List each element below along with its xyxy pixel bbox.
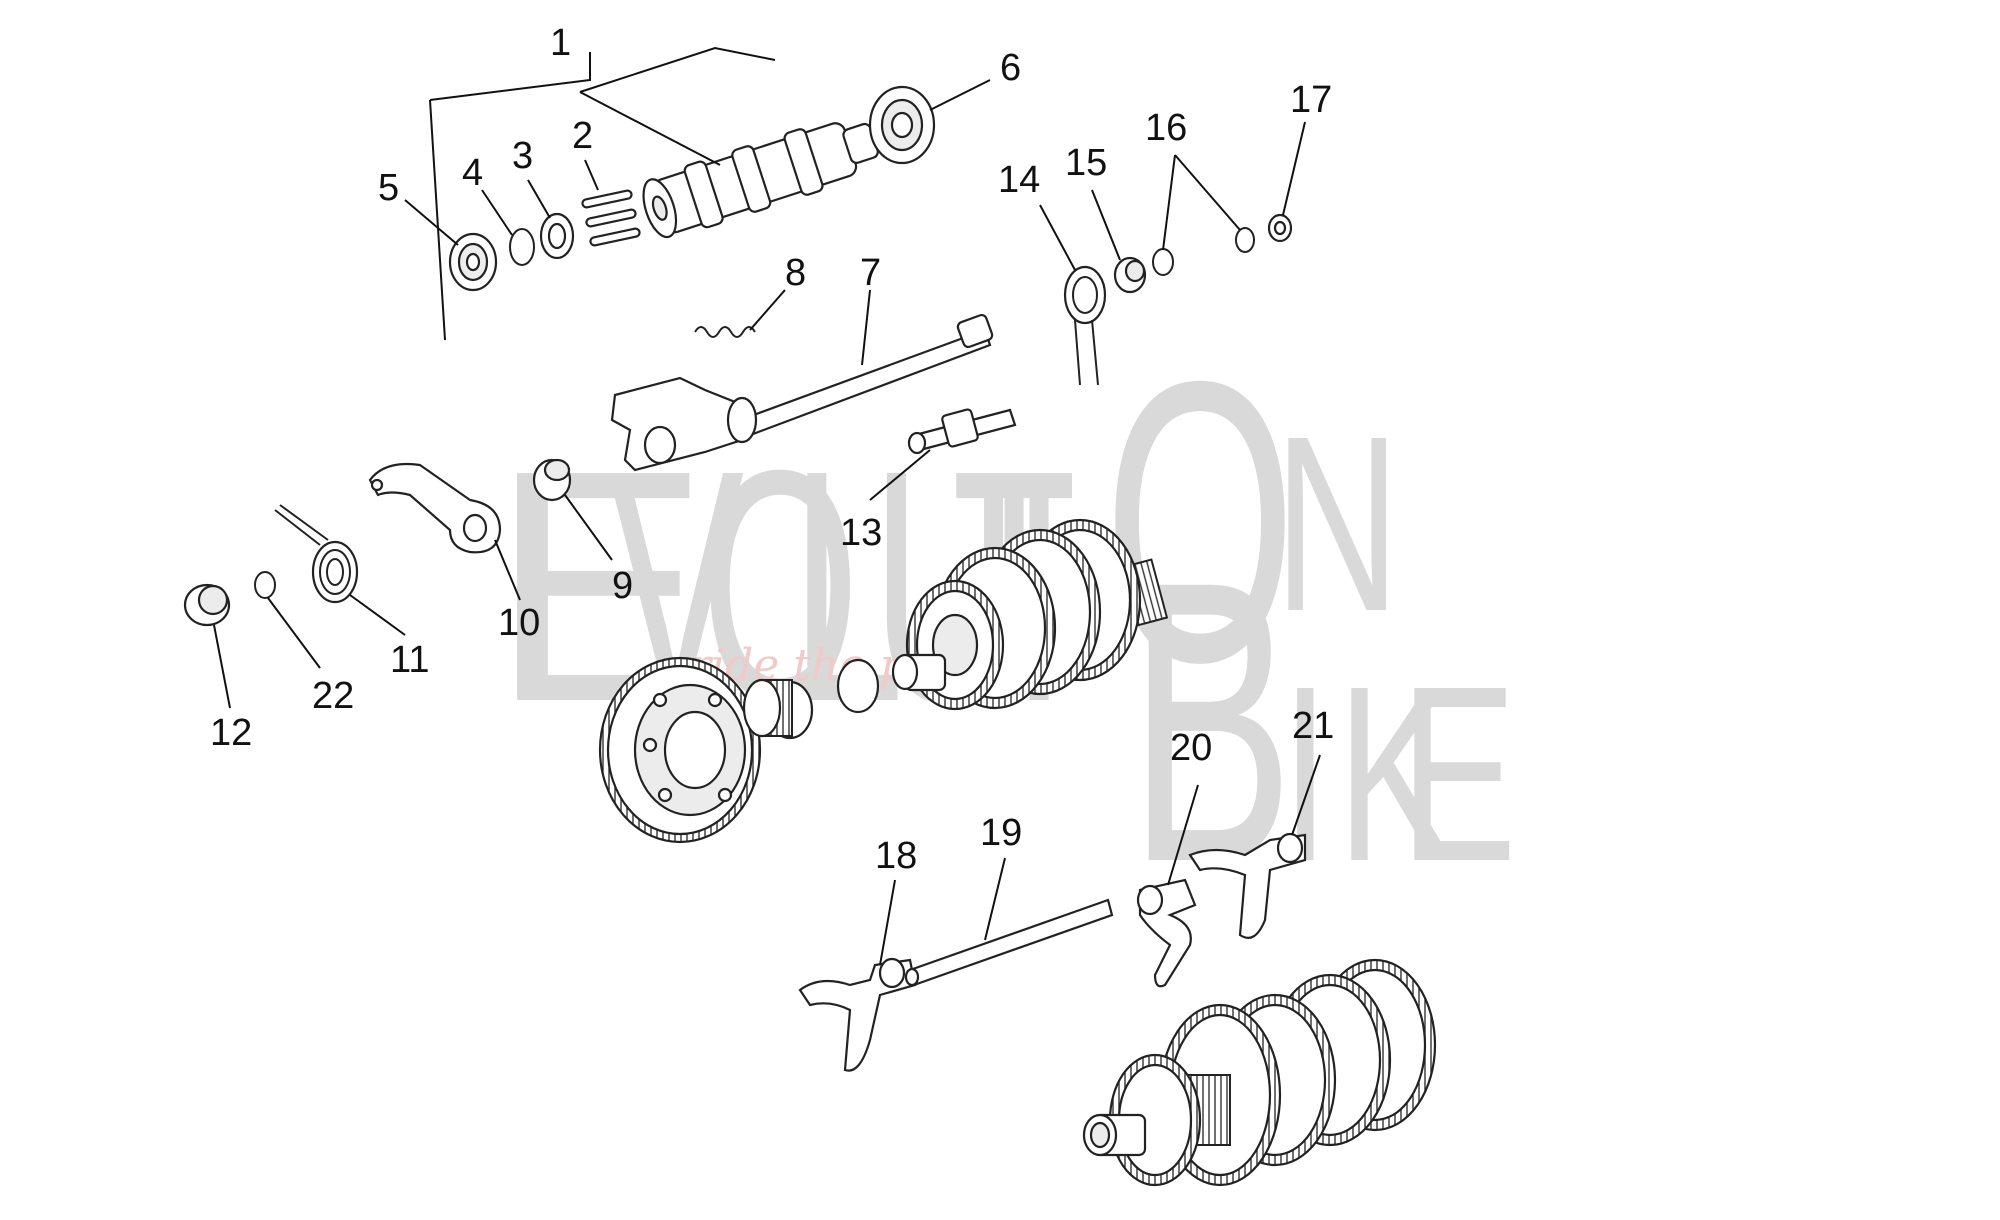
callout-10: 10 <box>498 602 540 644</box>
part-20-shift-fork <box>1136 878 1197 988</box>
spline-washer <box>836 658 880 714</box>
part-5-bearing <box>448 232 498 292</box>
part-14-spring <box>1063 265 1107 386</box>
part-8-spring <box>694 326 756 338</box>
part-13-stud <box>907 408 1017 455</box>
callout-3: 3 <box>512 135 533 177</box>
part-17-washer <box>1267 213 1293 243</box>
callout-16: 16 <box>1145 107 1187 149</box>
callout-14: 14 <box>998 159 1040 201</box>
part-4-circlip <box>509 228 535 266</box>
callout-17: 17 <box>1290 79 1332 121</box>
part-2-pins <box>581 189 641 247</box>
callout-22: 22 <box>312 675 354 717</box>
part-6-bearing <box>868 85 936 165</box>
callout-18: 18 <box>875 835 917 877</box>
part-10-shift-lever <box>368 462 502 554</box>
part-1-shift-drum <box>642 122 879 239</box>
secondary-gear-cluster <box>1082 958 1437 1187</box>
callout-4: 4 <box>462 152 483 194</box>
callout-11: 11 <box>390 639 429 681</box>
leader-lines <box>213 46 1321 966</box>
parts-drawing <box>183 85 1437 1187</box>
callout-21: 21 <box>1292 705 1334 747</box>
part-15-bushing <box>1113 256 1147 294</box>
part-7-shift-shaft <box>610 313 994 472</box>
part-3-washer <box>539 212 575 260</box>
callout-1: 1 <box>550 22 571 64</box>
callout-labels: 1 2 3 4 5 6 7 8 9 10 11 12 13 14 15 16 1… <box>210 22 1334 877</box>
part-21-shift-fork <box>1188 832 1307 939</box>
watermark-letter-e2: E <box>1400 634 1517 913</box>
part-16-circlip-b <box>1235 227 1255 253</box>
callout-2: 2 <box>572 115 593 157</box>
callout-5: 5 <box>378 167 399 209</box>
callout-19: 19 <box>980 812 1022 854</box>
callout-20: 20 <box>1170 727 1212 769</box>
watermark-letter-o2: O <box>1104 298 1297 745</box>
needle-bearing <box>742 678 814 740</box>
part-11-torsion-spring <box>274 504 359 604</box>
watermark-letter-i2: I <box>1281 634 1330 913</box>
part-18-shift-fork <box>798 957 917 1072</box>
callout-12: 12 <box>210 712 252 754</box>
callout-9: 9 <box>612 565 633 607</box>
part-16-circlip-a <box>1152 248 1174 276</box>
callout-6: 6 <box>1000 47 1021 89</box>
part-12-bushing <box>183 583 231 627</box>
callout-15: 15 <box>1065 142 1107 184</box>
watermark-letter-k: K <box>1337 634 1454 913</box>
callout-13: 13 <box>840 512 882 554</box>
part-22-circlip <box>254 571 276 599</box>
callout-8: 8 <box>785 252 806 294</box>
part-9-bushing <box>532 458 572 502</box>
watermark-letter-n: N <box>1274 384 1400 663</box>
primary-gear-cluster <box>891 518 1169 711</box>
callout-7: 7 <box>860 252 881 294</box>
primary-driven-gear <box>598 656 762 844</box>
part-19-fork-rod <box>904 898 1114 987</box>
